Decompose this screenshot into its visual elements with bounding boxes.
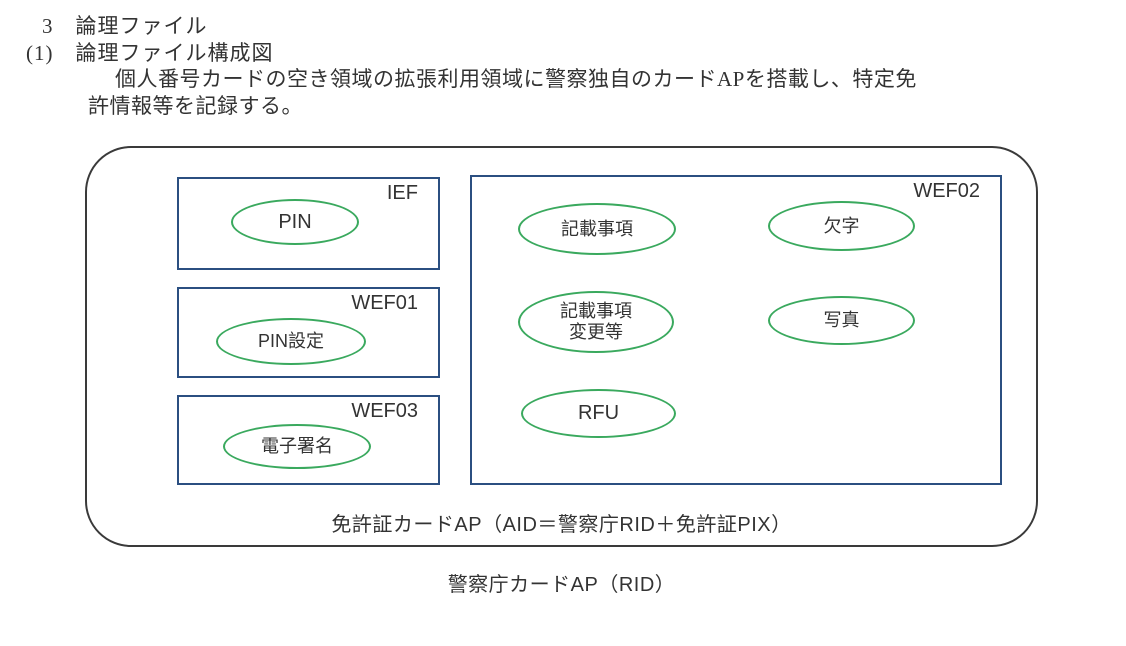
ellipse-pin-label: PIN	[278, 210, 312, 233]
file-box-wef02-label: WEF02	[913, 180, 980, 202]
license-card-ap-label: 免許証カードAP（AID＝警察庁RID＋免許証PIX）	[331, 514, 792, 536]
ellipse-shashin: 写真	[768, 296, 915, 345]
file-box-ief-label: IEF	[386, 182, 418, 204]
ellipse-kisai-jiko-henkou-line1: 記載事項	[560, 301, 632, 321]
ellipse-kisai-jiko-henkou-line2: 変更等	[569, 322, 623, 342]
ellipse-kisai-jiko-henkou: 記載事項 変更等	[518, 291, 674, 353]
paragraph-line-2: 許情報等を記録する。	[88, 94, 303, 118]
ellipse-denshi-shomei-label: 電子署名	[261, 436, 333, 456]
file-box-ief: IEF PIN	[177, 177, 440, 270]
subsection-heading: (1) 論理ファイル構成図	[26, 41, 274, 65]
ellipse-ketsuji-label: 欠字	[823, 215, 860, 236]
ellipse-pin-settei-label: PIN設定	[257, 331, 324, 351]
section-heading: 3 論理ファイル	[42, 14, 208, 38]
ellipse-pin: PIN	[231, 199, 359, 245]
file-box-wef01: WEF01 PIN設定	[177, 287, 440, 378]
diagram-caption: 警察庁カードAP（RID）	[447, 574, 676, 596]
paragraph-line-1: 個人番号カードの空き領域の拡張利用領域に警察独自のカードAPを搭載し、特定免	[115, 67, 917, 91]
ellipse-rfu: RFU	[521, 389, 676, 438]
file-box-wef03-label: WEF03	[351, 400, 418, 422]
license-card-ap-container: IEF PIN WEF01 PIN設定 WEF03 電子署名 WEF02 記載事…	[85, 146, 1038, 547]
ellipse-ketsuji: 欠字	[768, 201, 915, 251]
file-box-wef02: WEF02 記載事項 欠字 記載事項 変更等 写真 RFU	[470, 175, 1002, 485]
ellipse-kisai-jiko-label: 記載事項	[561, 218, 633, 239]
ellipse-shashin-label: 写真	[823, 310, 860, 330]
file-box-wef03: WEF03 電子署名	[177, 395, 440, 485]
ellipse-kisai-jiko: 記載事項	[518, 203, 676, 255]
ellipse-pin-settei: PIN設定	[216, 318, 366, 365]
file-box-wef01-label: WEF01	[351, 292, 418, 314]
ellipse-denshi-shomei: 電子署名	[223, 424, 371, 469]
ellipse-rfu-label: RFU	[577, 402, 620, 424]
